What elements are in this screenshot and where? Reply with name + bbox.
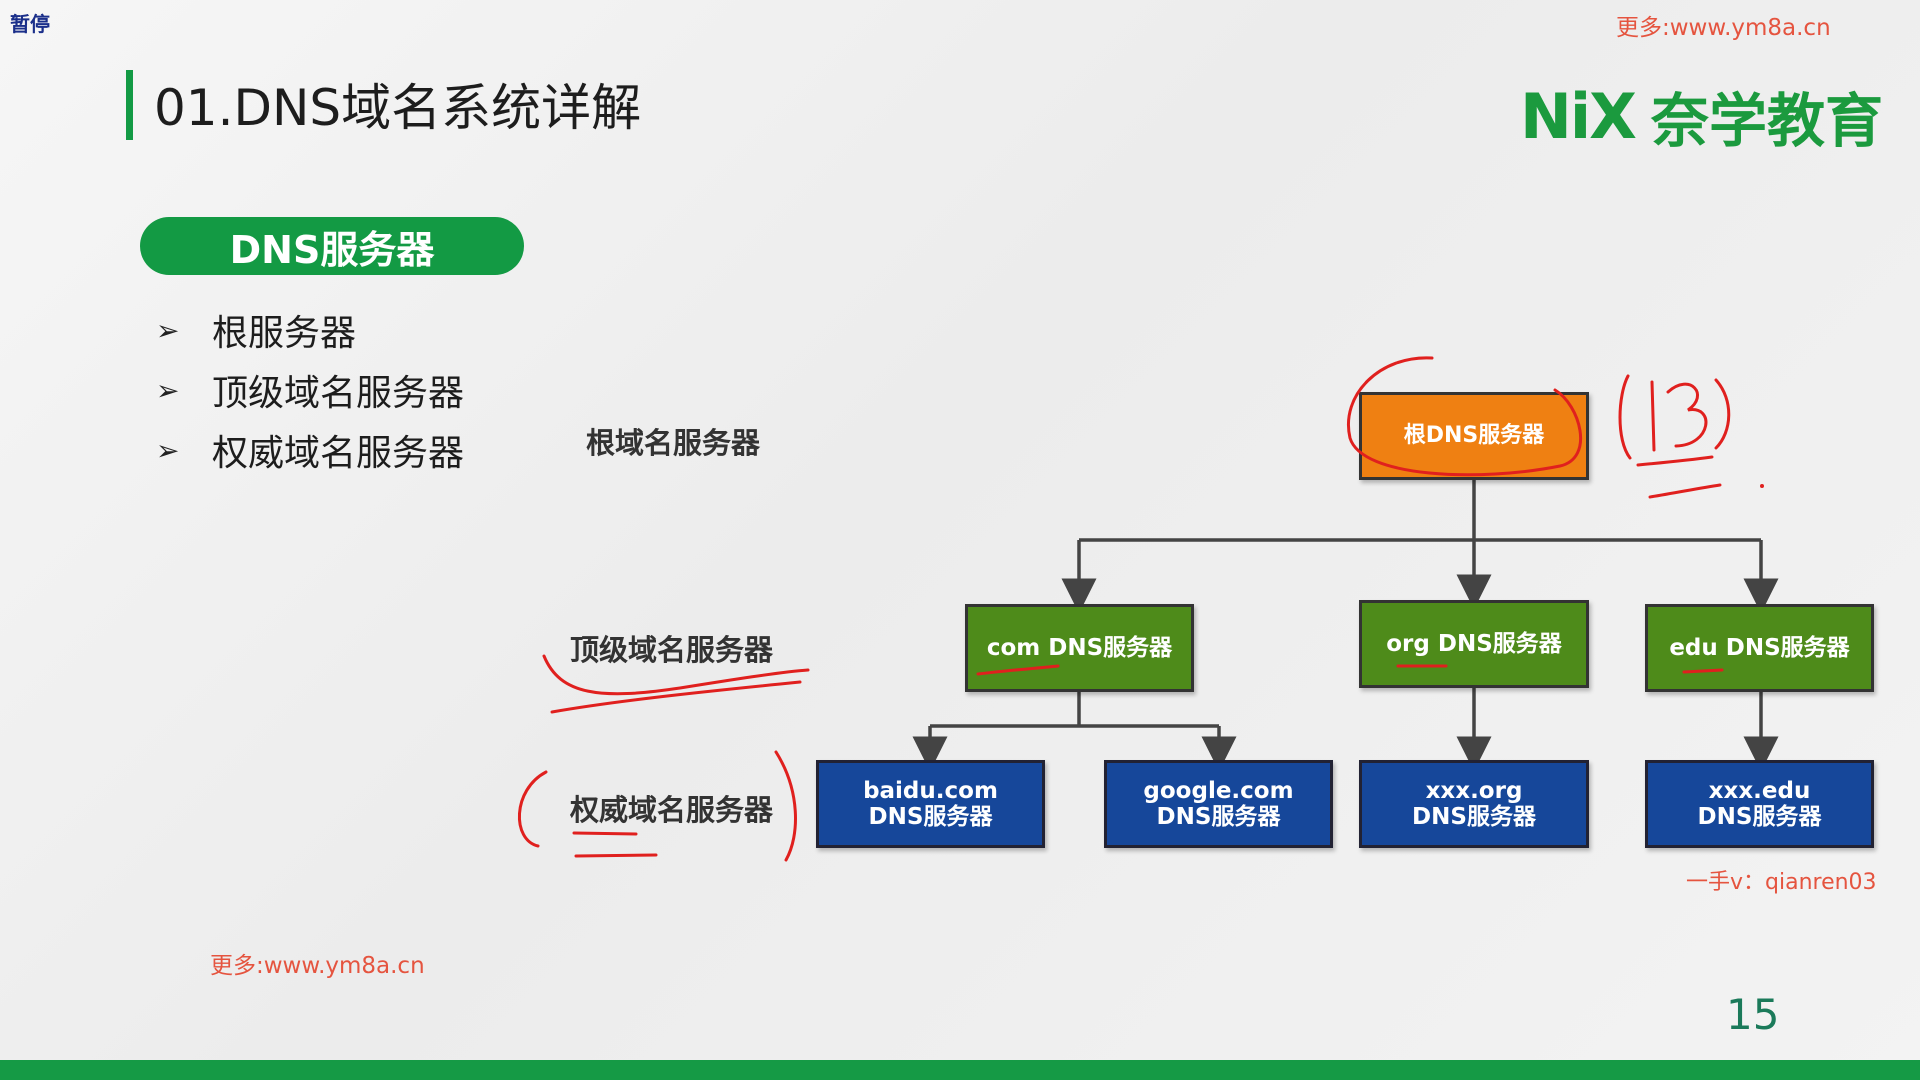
arrow-bullet-icon: ➢ <box>156 313 180 347</box>
watermark-bottom: 更多:www.ym8a.cn <box>210 953 425 979</box>
node-label-line2: DNS服务器 <box>1156 804 1281 830</box>
node-label: edu DNS服务器 <box>1669 634 1850 661</box>
arrow-bullet-icon: ➢ <box>156 433 180 467</box>
logo-mark: NiX <box>1520 79 1637 153</box>
bullet-list: ➢ 根服务器 ➢ 顶级域名服务器 ➢ 权威域名服务器 <box>156 300 464 480</box>
bullet-item: ➢ 根服务器 <box>156 300 464 360</box>
tld-label-underline-b <box>550 680 802 714</box>
bottom-accent-bar <box>0 1060 1920 1080</box>
digit-three-annotation <box>1666 382 1708 448</box>
contact-watermark: 一手v：qianren03 <box>1686 870 1877 895</box>
underline-13-a <box>1636 455 1714 467</box>
node-label-line1: xxx.edu <box>1708 777 1811 804</box>
logo-name: 奈学教育 <box>1650 87 1883 155</box>
paren-left-annotation <box>1618 374 1632 460</box>
tld-label-underline-a <box>542 654 810 696</box>
digit-one-annotation <box>1650 380 1656 452</box>
paren-right-annotation <box>1714 378 1731 450</box>
root-dns-node: 根DNS服务器 <box>1359 392 1589 480</box>
underline-13-b <box>1648 483 1722 499</box>
bullet-text: 权威域名服务器 <box>212 433 465 474</box>
page-number: 15 <box>1726 990 1780 1039</box>
auth-node-baidu: baidu.com DNS服务器 <box>816 760 1045 848</box>
tld-node-edu: edu DNS服务器 <box>1645 604 1874 692</box>
auth-node-google: google.com DNS服务器 <box>1104 760 1333 848</box>
title-accent-bar <box>126 70 133 140</box>
ink-dot <box>1760 484 1764 488</box>
auth-label-paren-left <box>517 770 548 848</box>
node-label-line2: DNS服务器 <box>1412 804 1536 830</box>
level-label-authoritative: 权威域名服务器 <box>570 793 774 827</box>
node-label-line2: DNS服务器 <box>868 804 993 830</box>
node-label-line1: xxx.org <box>1425 777 1523 804</box>
bullet-text: 顶级域名服务器 <box>212 373 465 414</box>
level-label-tld: 顶级域名服务器 <box>570 633 774 667</box>
node-label-line1: google.com <box>1143 777 1294 804</box>
node-label-line2: DNS服务器 <box>1697 804 1822 830</box>
section-pill: DNS服务器 <box>140 217 524 275</box>
node-label: org DNS服务器 <box>1386 630 1562 657</box>
watermark-top: 更多:www.ym8a.cn <box>1616 15 1831 41</box>
level-label-root: 根域名服务器 <box>586 426 761 460</box>
auth-node-xxx-edu: xxx.edu DNS服务器 <box>1645 760 1874 848</box>
pause-label[interactable]: 暂停 <box>10 12 50 36</box>
tld-node-org: org DNS服务器 <box>1359 600 1589 688</box>
node-label: 根DNS服务器 <box>1403 423 1545 449</box>
tld-node-com: com DNS服务器 <box>965 604 1194 692</box>
node-label: com DNS服务器 <box>986 634 1173 661</box>
bullet-text: 根服务器 <box>212 313 357 354</box>
slide-title: 01.DNS域名系统详解 <box>154 79 642 137</box>
edu-underline <box>1682 668 1724 674</box>
bullet-item: ➢ 权威域名服务器 <box>156 420 464 480</box>
brand-logo: NiX 奈学教育 <box>1520 74 1883 158</box>
auth-label-underline-a <box>572 831 638 836</box>
com-underline <box>976 664 1060 676</box>
auth-node-xxx-org: xxx.org DNS服务器 <box>1359 760 1589 848</box>
auth-label-underline-b <box>574 853 658 858</box>
root-circle-annotation <box>1347 356 1582 477</box>
arrow-bullet-icon: ➢ <box>156 373 180 407</box>
auth-label-paren-right <box>774 750 797 862</box>
node-label-line1: baidu.com <box>863 777 998 804</box>
bullet-item: ➢ 顶级域名服务器 <box>156 360 464 420</box>
